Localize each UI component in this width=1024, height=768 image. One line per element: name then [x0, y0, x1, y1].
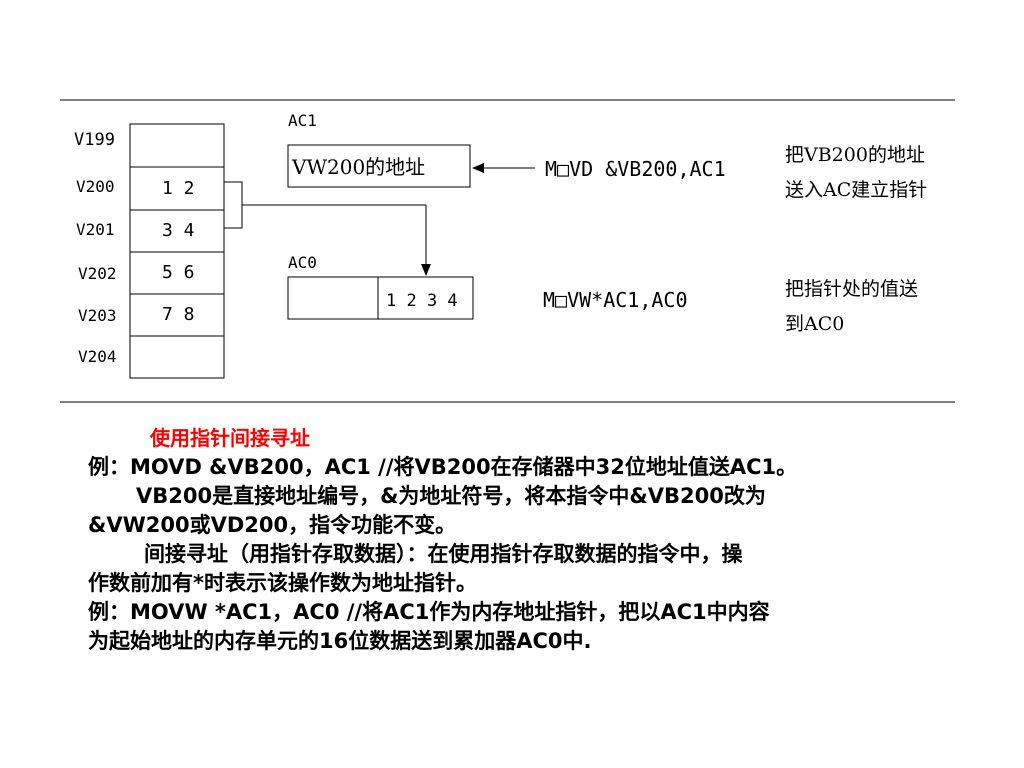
ac0-label: AC0 [288, 253, 317, 272]
memory-label-v199: V199 [74, 130, 115, 150]
memory-label-v201: V201 [76, 220, 115, 239]
text-line-6: 例：MOVW *AC1，AC0 //将AC1作为内存地址指针，把以AC1中内容 [88, 600, 770, 624]
memory-label-v203: V203 [78, 306, 117, 325]
memory-value-v200: 1 2 [162, 178, 195, 199]
section-title: 使用指针间接寻址 [150, 426, 310, 450]
text-line-1: 例：MOVD &VB200，AC1 //将VB200在存储器中32位地址值送AC… [88, 455, 798, 479]
text-line-2: VB200是直接地址编号，&为地址符号，将本指令中&VB200改为 [136, 484, 766, 508]
memory-column [129, 123, 225, 379]
arrow-to-ac0-head [421, 264, 431, 276]
memory-label-v204: V204 [78, 347, 117, 366]
memory-value-v201: 3 4 [162, 220, 195, 241]
pointer-addressing-diagram: V199 V200 V201 V202 V203 V204 1 2 3 4 5 … [60, 99, 955, 403]
ac0-register [287, 276, 474, 320]
ac1-register [287, 144, 471, 188]
explanation-text: 使用指针间接寻址 例：MOVD &VB200，AC1 //将VB200在存储器中… [88, 424, 988, 656]
ac0-value: 1 2 3 4 [386, 291, 458, 311]
note-1-line-2: 送入AC建立指针 [785, 179, 927, 201]
memory-value-v203: 7 8 [162, 304, 195, 325]
note-2-line-2: 到AC0 [785, 313, 844, 335]
ac1-value: VW200的地址 [291, 155, 425, 179]
instruction-movw: M□VW*AC1,AC0 [543, 288, 688, 312]
note-1-line-1: 把VB200的地址 [785, 144, 925, 166]
memory-label-v200: V200 [76, 177, 115, 196]
dword-bracket [224, 181, 243, 229]
note-2-line-1: 把指针处的值送 [785, 278, 918, 300]
ac1-label: AC1 [288, 111, 317, 130]
arrow-to-ac1-head [472, 163, 484, 173]
memory-label-v202: V202 [78, 264, 117, 283]
text-line-3: &VW200或VD200，指令功能不变。 [88, 513, 457, 537]
memory-value-v202: 5 6 [162, 262, 195, 283]
text-line-5: 作数前加有*时表示该操作数为地址指针。 [88, 571, 477, 595]
text-line-4: 间接寻址（用指针存取数据）：在使用指针存取数据的指令中，操 [144, 542, 743, 566]
text-line-7: 为起始地址的内存单元的16位数据送到累加器AC0中. [88, 629, 592, 653]
instruction-movd: M□VD &VB200,AC1 [545, 157, 726, 181]
